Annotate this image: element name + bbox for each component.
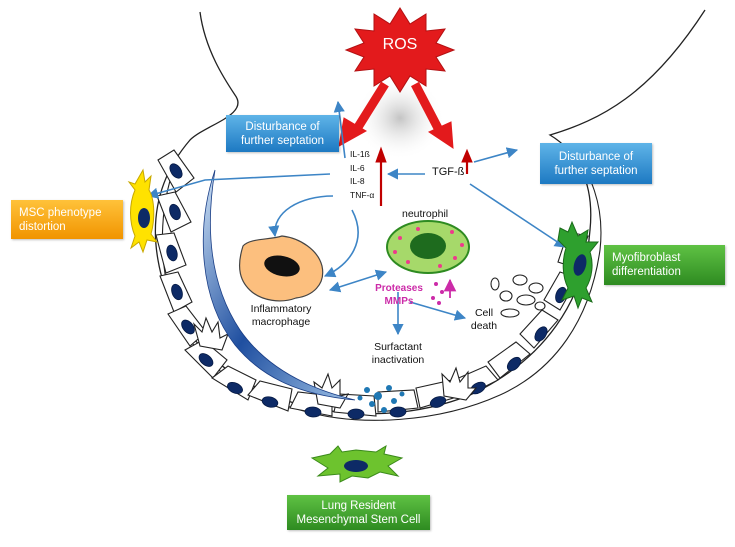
- neutrophil-label: neutrophil: [402, 208, 449, 220]
- myofibroblast-icon: [557, 220, 600, 310]
- macrophage-label: Inflammatory macrophage: [250, 303, 312, 328]
- epithelial-nuclei: [166, 163, 580, 420]
- hyaline-membrane: [202, 169, 356, 401]
- msc-distortion-box: MSC phenotype distortion: [11, 200, 123, 239]
- cytokine-il8: IL-8: [350, 176, 365, 186]
- up-arrow-icon: [375, 146, 473, 206]
- cytokine-il6: IL-6: [350, 162, 365, 173]
- macrophage-icon: [239, 235, 324, 302]
- type-ii-cells: [192, 316, 478, 409]
- surfactant-label: Surfactant inactivation: [371, 341, 425, 366]
- myofibroblast-box: Myofibroblast differentiation: [604, 245, 725, 285]
- lung-resident-msc-box: Lung Resident Mesenchymal Stem Cell: [287, 495, 430, 530]
- cytokine-list: IL-1ß IL-6 IL-8 TNF-α: [350, 148, 374, 202]
- ros-arrows: [338, 81, 454, 149]
- ros-starburst-icon: [344, 7, 456, 93]
- disturbance-septation-left-box: Disturbance of further septation: [226, 115, 339, 152]
- proteases-label: Proteases MMPs: [375, 283, 423, 307]
- pathway-arrows: [146, 100, 566, 336]
- lung-resident-msc-icon: [310, 444, 404, 483]
- neutrophil-icon: [386, 220, 470, 274]
- msc-cell-icon: [127, 168, 159, 254]
- cytokine-tnfa: TNF-α: [350, 189, 375, 200]
- cytokine-il1b: IL-1ß: [350, 149, 370, 159]
- surfactant-particles: [357, 385, 405, 413]
- cell-death-label: Cell death: [470, 307, 498, 332]
- dead-cell-fragments: [490, 274, 546, 318]
- tgf-label: TGF-ß: [432, 166, 465, 178]
- ros-label: ROS: [382, 36, 418, 53]
- disturbance-septation-right-box: Disturbance of further septation: [540, 143, 652, 184]
- protease-granules: [431, 282, 444, 305]
